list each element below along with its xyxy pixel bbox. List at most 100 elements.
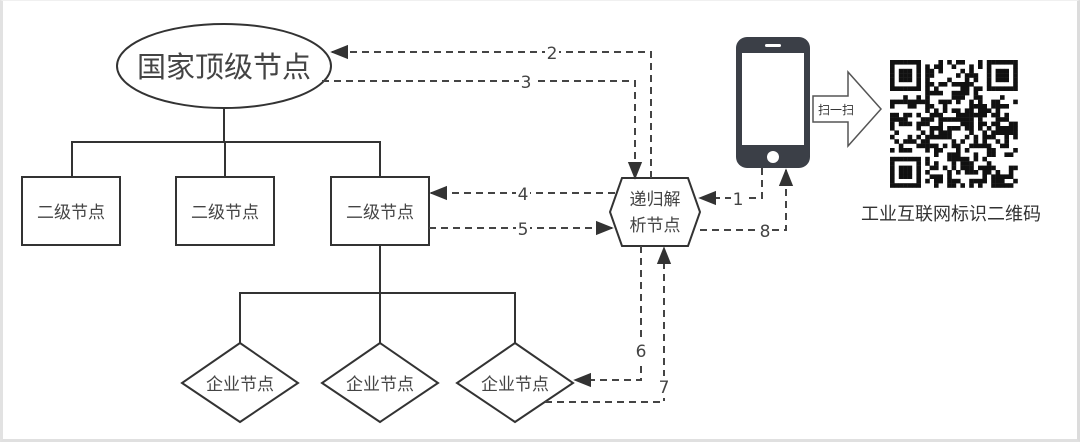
qr-module [894, 183, 899, 188]
secondary-node-2[interactable]: 二级节点 [175, 176, 275, 246]
enterprise-node-2[interactable]: 企业节点 [320, 341, 440, 424]
qr-module [1008, 121, 1014, 127]
qr-module [929, 104, 935, 109]
qr-module [964, 73, 970, 78]
scan-arrow: 扫一扫 [812, 70, 883, 148]
qr-module [890, 156, 895, 162]
qr-module [903, 68, 908, 74]
qr-module [925, 86, 930, 91]
qr-module [969, 68, 974, 74]
qr-module [982, 170, 987, 175]
recursive-resolver-node[interactable]: 递归解 析节点 [608, 177, 702, 247]
secondary-node-label: 二级节点 [37, 203, 105, 223]
qr-module [960, 161, 965, 166]
qr-module [956, 95, 961, 100]
qr-module [978, 86, 983, 91]
qr-module [969, 130, 974, 135]
qr-module [929, 90, 935, 96]
qr-module [951, 117, 957, 122]
qr-module [956, 148, 961, 153]
qr-module [960, 90, 965, 96]
flow-arrow-8 [700, 168, 794, 231]
enterprise-node-label: 企业节点 [206, 375, 274, 395]
qr-module [916, 77, 921, 83]
qr-module [995, 60, 1001, 65]
qr-module [934, 174, 939, 179]
qr-module [991, 112, 996, 118]
qr-module [986, 64, 992, 69]
secondary-node-1[interactable]: 二级节点 [21, 176, 121, 246]
qr-module [1008, 126, 1014, 131]
qr-module [991, 174, 996, 179]
qr-module [947, 130, 952, 135]
qr-module [1004, 77, 1009, 83]
qr-module [995, 77, 1001, 83]
qr-module [995, 183, 1001, 188]
qr-module [978, 108, 983, 113]
qr-module [1008, 60, 1014, 65]
qr-module [1004, 152, 1009, 157]
enterprise-node-1[interactable]: 企业节点 [180, 341, 300, 424]
qr-module [978, 60, 983, 65]
top-level-node[interactable]: 国家顶级节点 [116, 23, 332, 109]
flow-step-5: 5 [518, 220, 529, 240]
qr-module [903, 170, 908, 175]
qr-module [907, 156, 913, 162]
qr-module [951, 183, 957, 188]
qr-module [925, 156, 930, 162]
qr-module [903, 99, 908, 105]
qr-module [1008, 174, 1014, 179]
qr-module [991, 134, 996, 140]
qr-module [978, 121, 983, 127]
qr-module [986, 148, 992, 153]
qr-module [925, 121, 930, 127]
qr-module [920, 121, 926, 127]
qr-module [1004, 112, 1009, 118]
qr-module [898, 73, 904, 78]
qr-module [1000, 117, 1005, 122]
qr-module [938, 82, 943, 87]
qr-module [938, 99, 943, 105]
qr-module [890, 112, 895, 118]
qr-module [934, 165, 939, 171]
qr-module [973, 86, 979, 91]
qr-module [890, 170, 895, 175]
qr-module [925, 68, 930, 74]
qr-module [912, 156, 917, 162]
qr-module [894, 139, 899, 144]
qr-module [894, 112, 899, 118]
qr-module [907, 112, 913, 118]
flow-arrow-6 [573, 246, 642, 388]
qr-module [907, 165, 913, 171]
enterprise-node-3[interactable]: 企业节点 [455, 341, 575, 424]
qr-module [956, 178, 961, 184]
qr-module [995, 170, 1001, 175]
qr-module [925, 139, 930, 144]
qr-module [929, 82, 935, 87]
qr-module [1004, 104, 1009, 109]
qr-module [978, 165, 983, 171]
secondary-node-3[interactable]: 二级节点 [330, 176, 430, 246]
qr-module [982, 134, 987, 140]
qr-module [942, 104, 948, 109]
qr-module [991, 152, 996, 157]
qr-module [978, 117, 983, 122]
qr-module [1004, 73, 1009, 78]
qr-module [956, 143, 961, 149]
qr-module [938, 130, 943, 135]
qr-module [890, 148, 895, 153]
qr-module [947, 170, 952, 175]
qr-module [960, 68, 965, 74]
qr-module [907, 174, 913, 179]
qr-module [1008, 130, 1014, 135]
smartphone-icon[interactable] [736, 37, 810, 168]
enterprise-node-label: 企业节点 [346, 375, 414, 395]
qr-module [1000, 178, 1005, 184]
secondary-node-shape [175, 176, 275, 246]
qr-module [938, 68, 943, 74]
qr-module [903, 86, 908, 91]
qr-module [947, 134, 952, 140]
qr-module [898, 183, 904, 188]
qr-module [956, 156, 961, 162]
qr-module [1008, 183, 1014, 188]
